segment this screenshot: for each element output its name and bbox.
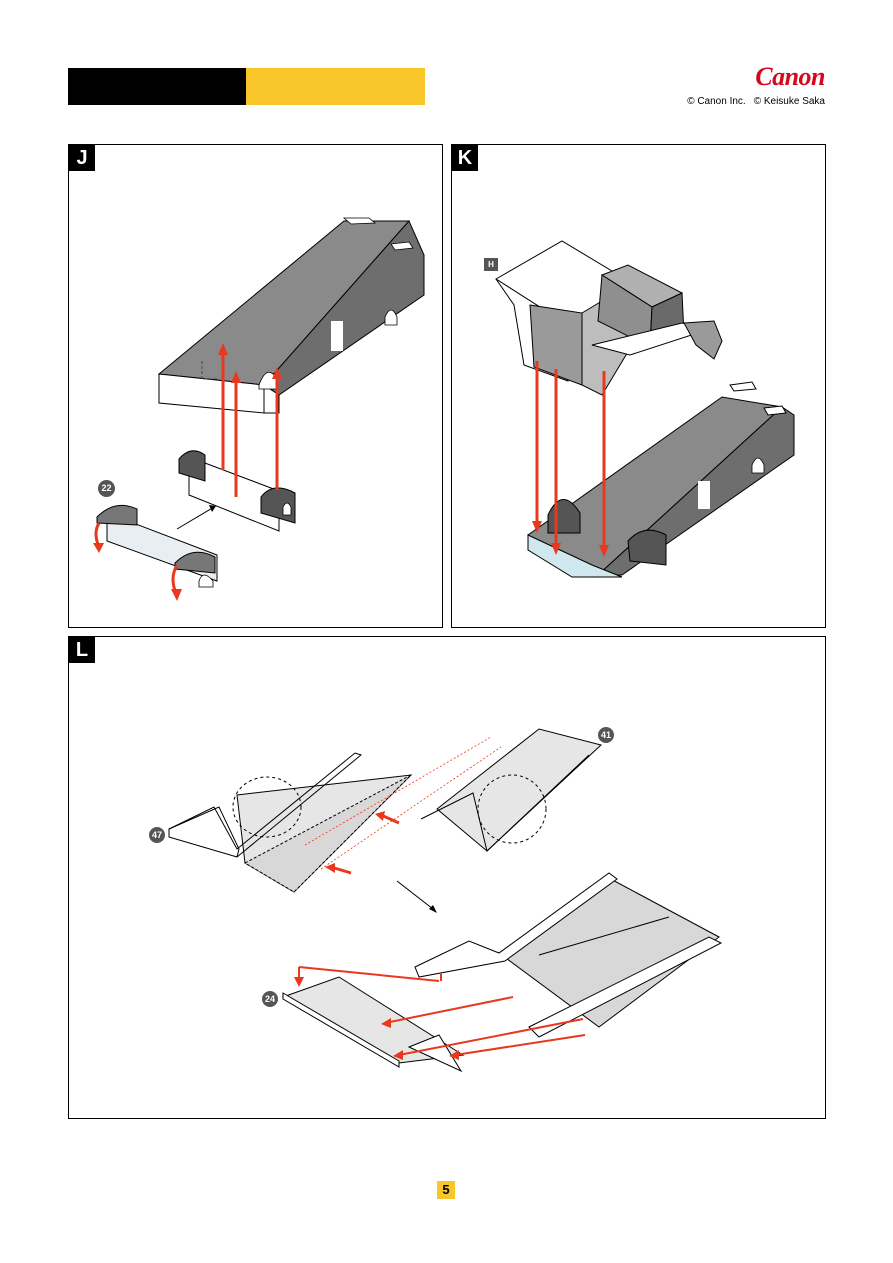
brand-logo: Canon [755,62,825,92]
diagram-l [69,637,827,1120]
step-panel-j: J 22 [68,144,443,628]
diagram-k [452,145,827,629]
copyright-line: © Canon Inc. © Keisuke Saka [679,96,825,107]
step-panel-l: L 47 [68,636,826,1119]
header-band-black [68,68,246,105]
part-number-22: 22 [98,480,115,497]
diagram-j [69,145,444,629]
part-number-47: 47 [149,827,165,843]
copyright-canon: © Canon Inc. [687,96,746,107]
step-panel-k: K H [451,144,826,628]
copyright-author: © Keisuke Saka [754,96,825,107]
part-label-h: H [484,258,498,271]
part-number-41: 41 [598,727,614,743]
page-number: 5 [437,1181,455,1199]
part-number-24: 24 [262,991,278,1007]
header-band-yellow [246,68,425,105]
